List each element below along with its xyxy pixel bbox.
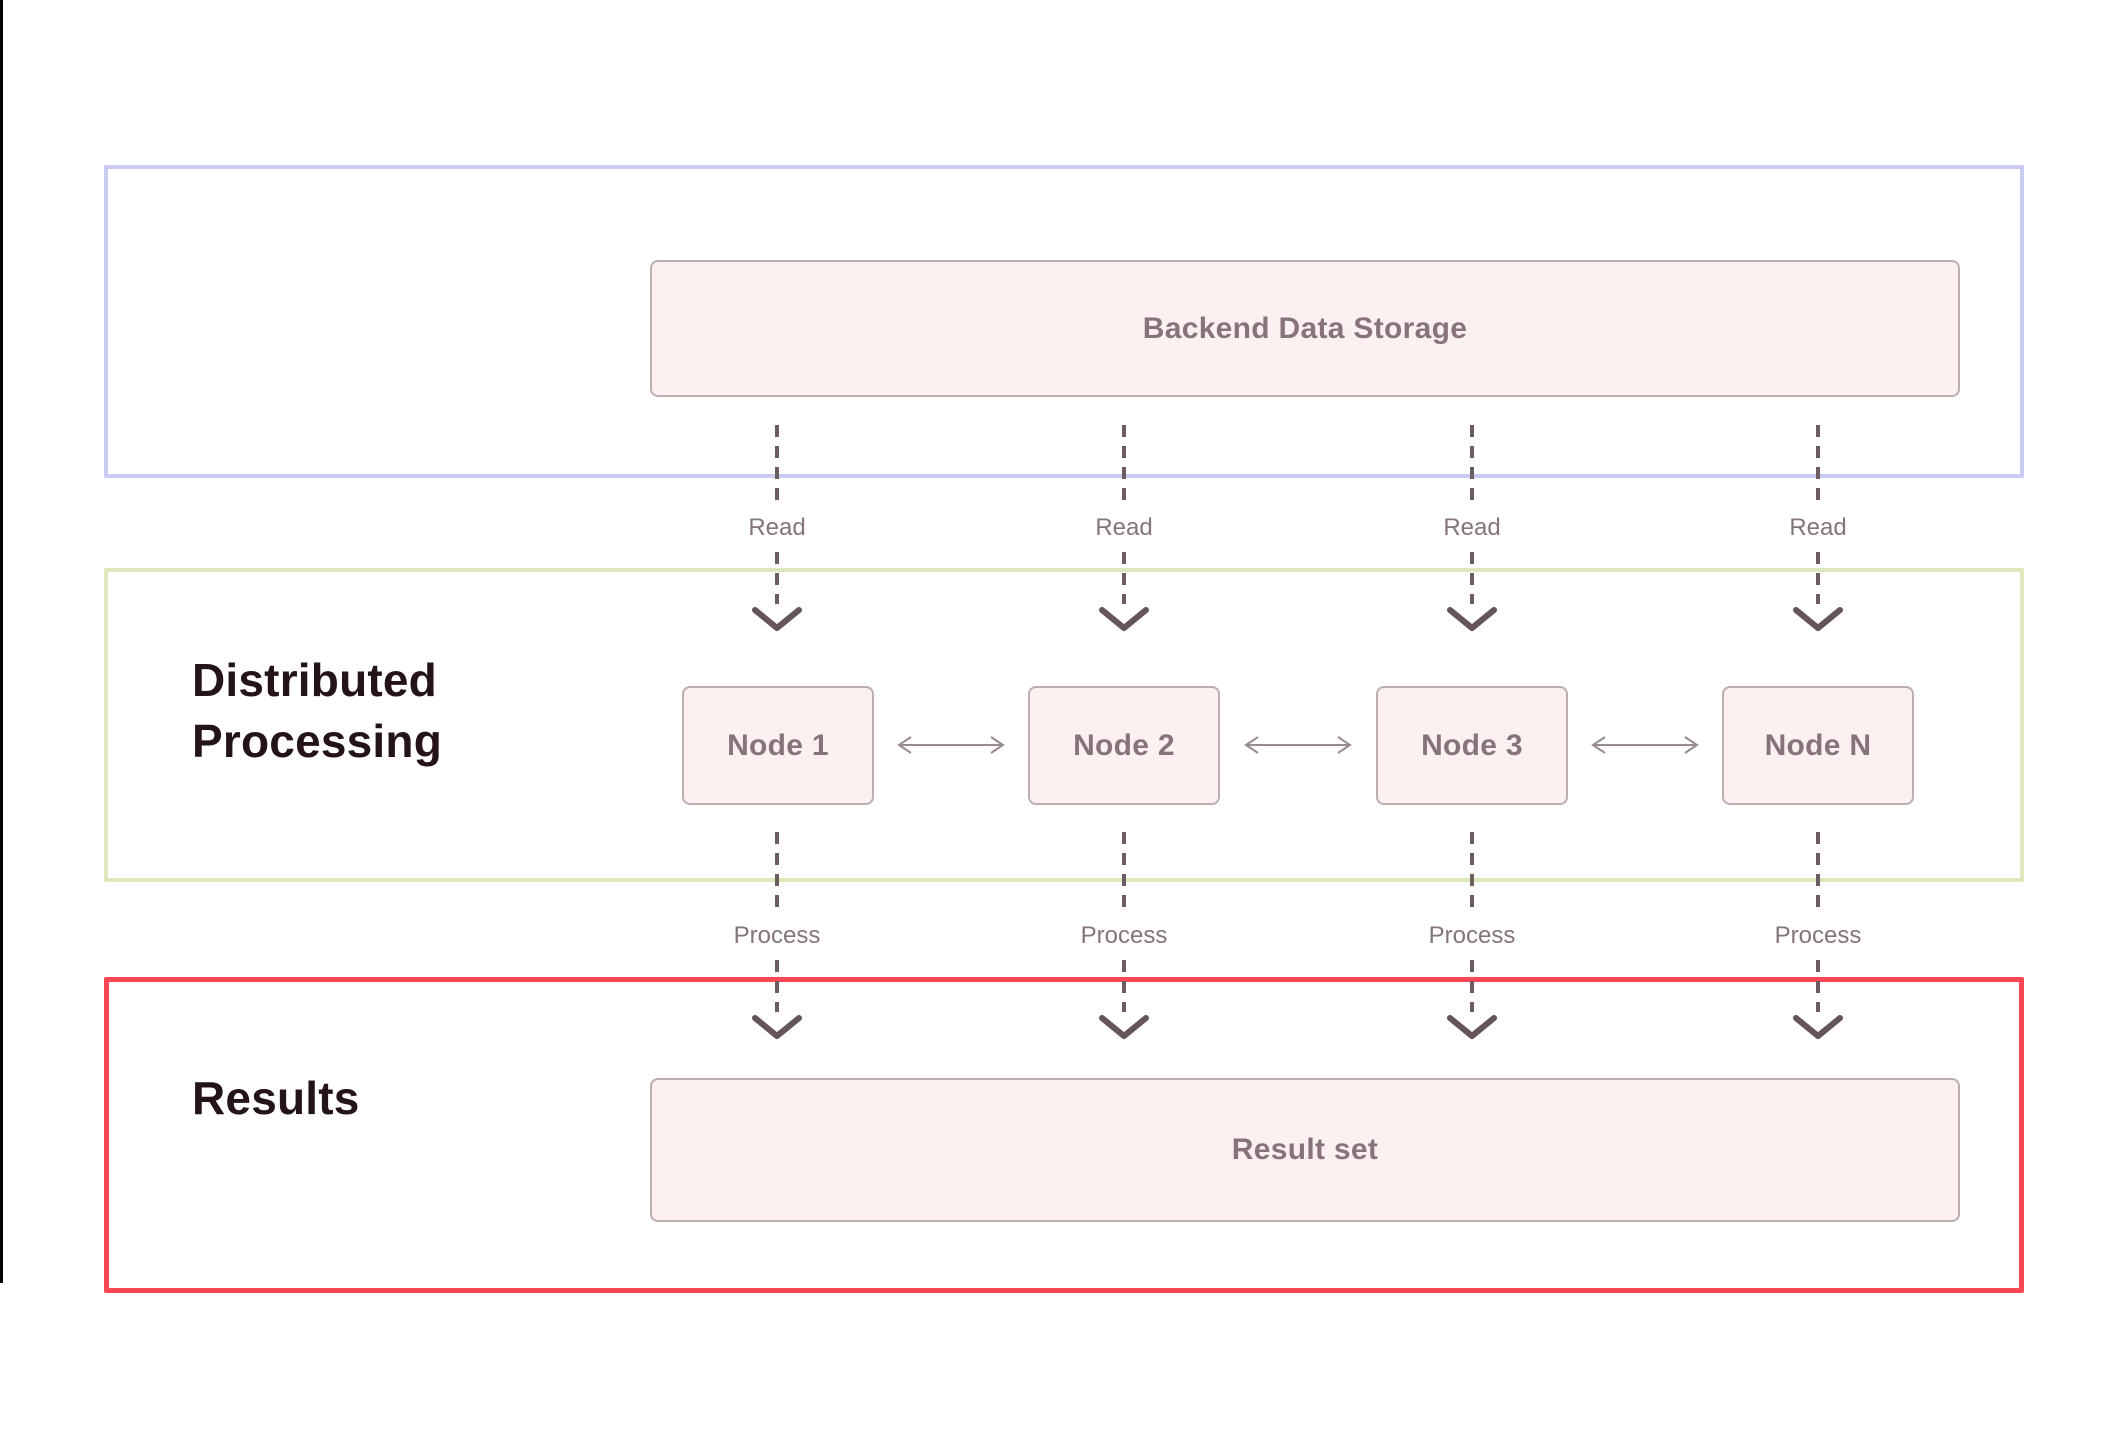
process-dashed-line xyxy=(1122,832,1126,912)
process-dashed-line xyxy=(1816,832,1820,912)
process-label: Process xyxy=(1774,922,1862,949)
result-set-box: Result set xyxy=(650,1078,1960,1222)
node-n-box: Node N xyxy=(1722,686,1914,805)
process-dashed-line xyxy=(1470,960,1474,1012)
arrow-head-down-icon xyxy=(752,607,802,631)
read-dashed-line xyxy=(1816,425,1820,507)
process-label: Process xyxy=(1080,922,1168,949)
results-section-title: Results xyxy=(192,1072,360,1124)
section-results-frame xyxy=(104,977,2024,1293)
read-dashed-line xyxy=(775,552,779,604)
process-dashed-line xyxy=(775,832,779,912)
process-label: Process xyxy=(733,922,821,949)
read-dashed-line xyxy=(1470,552,1474,604)
read-label: Read xyxy=(748,514,806,541)
section-distributed-processing-frame xyxy=(104,568,2024,882)
read-label: Read xyxy=(1095,514,1153,541)
node-3-label: Node 3 xyxy=(1421,728,1523,762)
read-dashed-line xyxy=(1122,552,1126,604)
read-dashed-line xyxy=(1816,552,1820,604)
result-set-label: Result set xyxy=(1231,1133,1379,1166)
process-dashed-line xyxy=(775,960,779,1012)
bidirectional-arrow-icon xyxy=(1244,736,1352,754)
process-label: Process xyxy=(1428,922,1516,949)
node-n-label: Node N xyxy=(1764,728,1872,762)
read-label: Read xyxy=(1789,514,1847,541)
node-2-label: Node 2 xyxy=(1073,728,1175,762)
process-dashed-line xyxy=(1122,960,1126,1012)
node-1-label: Node 1 xyxy=(727,728,829,762)
read-dashed-line xyxy=(775,425,779,507)
node-3-box: Node 3 xyxy=(1376,686,1568,805)
arrow-head-down-icon xyxy=(1793,1015,1843,1039)
section-backend-storage-frame xyxy=(104,165,2024,478)
read-dashed-line xyxy=(1122,425,1126,507)
node-1-box: Node 1 xyxy=(682,686,874,805)
backend-data-storage-label: Backend Data Storage xyxy=(1142,311,1468,345)
backend-data-storage-box: Backend Data Storage xyxy=(650,260,1960,397)
process-dashed-line xyxy=(1470,832,1474,912)
arrow-head-down-icon xyxy=(1447,607,1497,631)
arrow-head-down-icon xyxy=(1793,607,1843,631)
node-2-box: Node 2 xyxy=(1028,686,1220,805)
arrow-head-down-icon xyxy=(1099,1015,1149,1039)
bidirectional-arrow-icon xyxy=(1591,736,1699,754)
bidirectional-arrow-icon xyxy=(897,736,1005,754)
process-dashed-line xyxy=(1816,960,1820,1012)
processing-section-title: Distributed Processing xyxy=(192,654,442,767)
arrow-head-down-icon xyxy=(752,1015,802,1039)
window-left-edge xyxy=(0,0,3,1283)
read-dashed-line xyxy=(1470,425,1474,507)
arrow-head-down-icon xyxy=(1447,1015,1497,1039)
arrow-head-down-icon xyxy=(1099,607,1149,631)
read-label: Read xyxy=(1443,514,1501,541)
